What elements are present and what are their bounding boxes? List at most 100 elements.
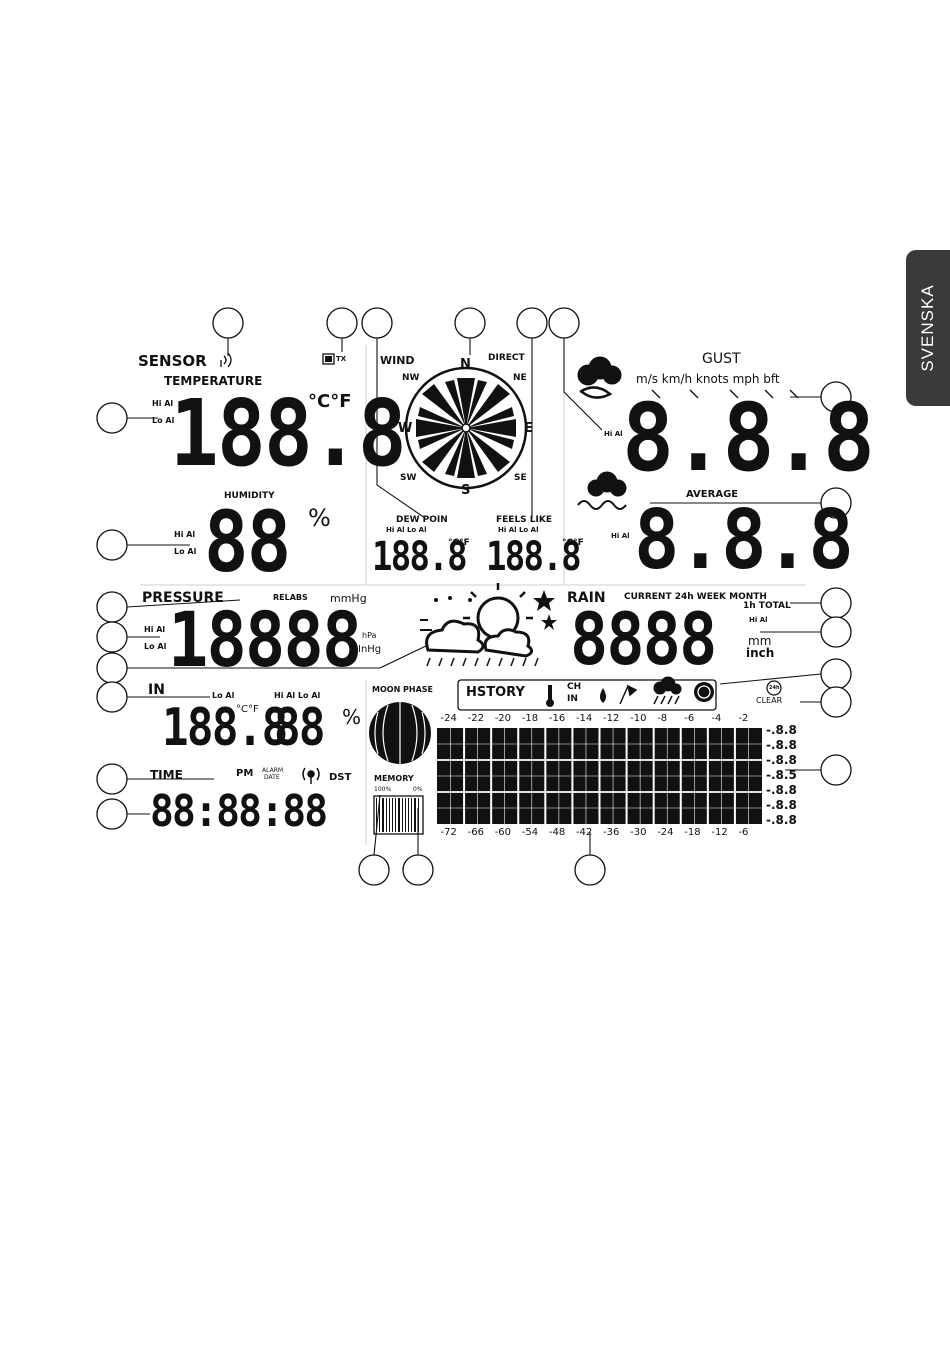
indoor-hum-alarms: Hi Al Lo Al <box>274 691 321 700</box>
temperature-value: 188.8 <box>170 380 407 487</box>
rain-total: 1h TOTAL <box>743 601 791 611</box>
gust-hi-alarm: Hi Al <box>604 430 623 438</box>
history-scale-value: -.8.8 <box>766 723 797 737</box>
humidity-unit: % <box>308 504 331 532</box>
gust-value: 8.8.8 <box>622 384 875 493</box>
compass-rose <box>404 366 528 490</box>
temperature-lo-alarm: Lo Al <box>152 416 175 425</box>
average-title: AVERAGE <box>686 489 739 500</box>
memory-segment <box>382 798 384 832</box>
drop-icon <box>600 688 606 703</box>
wind-direct-label: DIRECT <box>488 353 525 363</box>
history-bottom-tick: -6 <box>738 827 749 838</box>
time-alarm: ALARM <box>262 767 284 774</box>
stars-icon <box>434 590 557 630</box>
history-bottom-tick: -12 <box>711 827 728 838</box>
memory-title: MEMORY <box>374 774 414 783</box>
language-tab: SVENSKA <box>906 250 950 406</box>
memory-segment <box>388 798 390 832</box>
indoor-hum-value: 88 <box>274 698 326 758</box>
memory-segment <box>408 798 410 832</box>
feels-like-title: FEELS LIKE <box>496 515 552 525</box>
battery-icon <box>322 353 335 365</box>
time-pm: PM <box>236 768 254 779</box>
history-bottom-tick: -54 <box>521 827 539 838</box>
pressure-relabs: RELABS <box>273 593 308 602</box>
compass-nw: NW <box>402 373 420 383</box>
history-bottom-tick: -60 <box>494 827 512 838</box>
memory-segment <box>414 798 416 832</box>
memory-segment <box>376 798 378 832</box>
wind-flag-icon <box>619 684 638 705</box>
compass-ne: NE <box>513 373 527 383</box>
history-bottom-tick: -72 <box>440 827 457 838</box>
history-bottom-tick: -18 <box>684 827 701 838</box>
pressure-lo-alarm: Lo Al <box>144 642 167 651</box>
compass-sw: SW <box>400 473 417 483</box>
history-frame <box>457 679 717 711</box>
history-top-tick: -22 <box>467 713 484 724</box>
feels-like-alarms: Hi Al Lo Al <box>498 526 539 534</box>
humidity-title: HUMIDITY <box>224 491 275 501</box>
memory-segment <box>417 798 419 832</box>
compass-se: SE <box>514 473 527 483</box>
history-scale-value: -.8.5 <box>766 768 797 782</box>
average-value: 8.8.8 <box>634 493 854 588</box>
weather-forecast-icon <box>420 583 533 658</box>
memory-bar-segments <box>376 798 421 832</box>
pressure-inhg: InHg <box>358 644 382 655</box>
memory-segment <box>401 798 403 832</box>
history-scale-value: -.8.8 <box>766 738 797 752</box>
temperature-title: TEMPERATURE <box>164 374 263 388</box>
pressure-title: PRESSURE <box>142 590 224 606</box>
sensor-title: SENSOR <box>138 352 207 370</box>
humidity-lo-alarm: Lo Al <box>174 547 197 556</box>
callout-lines <box>126 338 822 856</box>
humidity-value: 88 <box>204 493 291 591</box>
compass-n: N <box>460 357 471 372</box>
history-in: IN <box>567 694 578 704</box>
rain-drops-icon <box>426 657 539 667</box>
gust-title: GUST <box>702 351 741 367</box>
thermometer-icon <box>546 685 554 707</box>
compass-e: E <box>524 421 533 436</box>
temperature-hi-alarm: Hi Al <box>152 399 174 408</box>
history-top-tick: -16 <box>548 713 566 724</box>
indoor-temp-units: °C°F <box>236 704 259 715</box>
memory-segment <box>395 798 397 832</box>
history-scale-value: -.8.8 <box>766 753 797 767</box>
radio-tower-icon <box>302 767 320 784</box>
dew-point-value: 188.8 <box>372 534 468 580</box>
time-value: 88:88:88 <box>150 786 328 837</box>
gust-units: m/s km/h knots mph bft <box>636 372 780 386</box>
history-bottom-tick: -48 <box>548 827 566 838</box>
pressure-value: 18888 <box>168 595 362 684</box>
history-bottom-tick: -36 <box>603 827 620 838</box>
memory-segment <box>385 798 387 832</box>
pressure-gauge-icon <box>694 682 714 702</box>
history-24h: 24h <box>769 685 780 691</box>
history-top-tick: -2 <box>738 713 749 724</box>
moon-phase-title: MOON PHASE <box>372 685 434 694</box>
feels-like-units: °C°F <box>562 538 584 548</box>
rain-inch: inch <box>746 646 775 660</box>
average-wind-icon <box>577 471 627 510</box>
history-clear-button[interactable]: CLEAR <box>756 696 783 705</box>
time-date: DATE <box>264 774 280 781</box>
feels-like-value: 188.8 <box>486 534 582 580</box>
pressure-hpa: hPa <box>362 631 377 640</box>
gust-unit-ticks <box>651 389 799 399</box>
callout-circles <box>96 307 852 886</box>
memory-segment <box>404 798 406 832</box>
indoor-temp-alarm: Lo Al <box>212 691 235 700</box>
storm-icon <box>577 356 622 399</box>
dew-point-units: °C°F <box>448 538 470 548</box>
history-top-tick: -20 <box>494 713 512 724</box>
signal-icon <box>220 352 232 368</box>
history-top-tick: -18 <box>521 713 539 724</box>
compass-s: S <box>461 483 471 498</box>
wind-title: WIND <box>380 354 415 367</box>
history-top-tick: -10 <box>630 713 647 724</box>
pressure-mmhg: mmHg <box>330 592 367 605</box>
